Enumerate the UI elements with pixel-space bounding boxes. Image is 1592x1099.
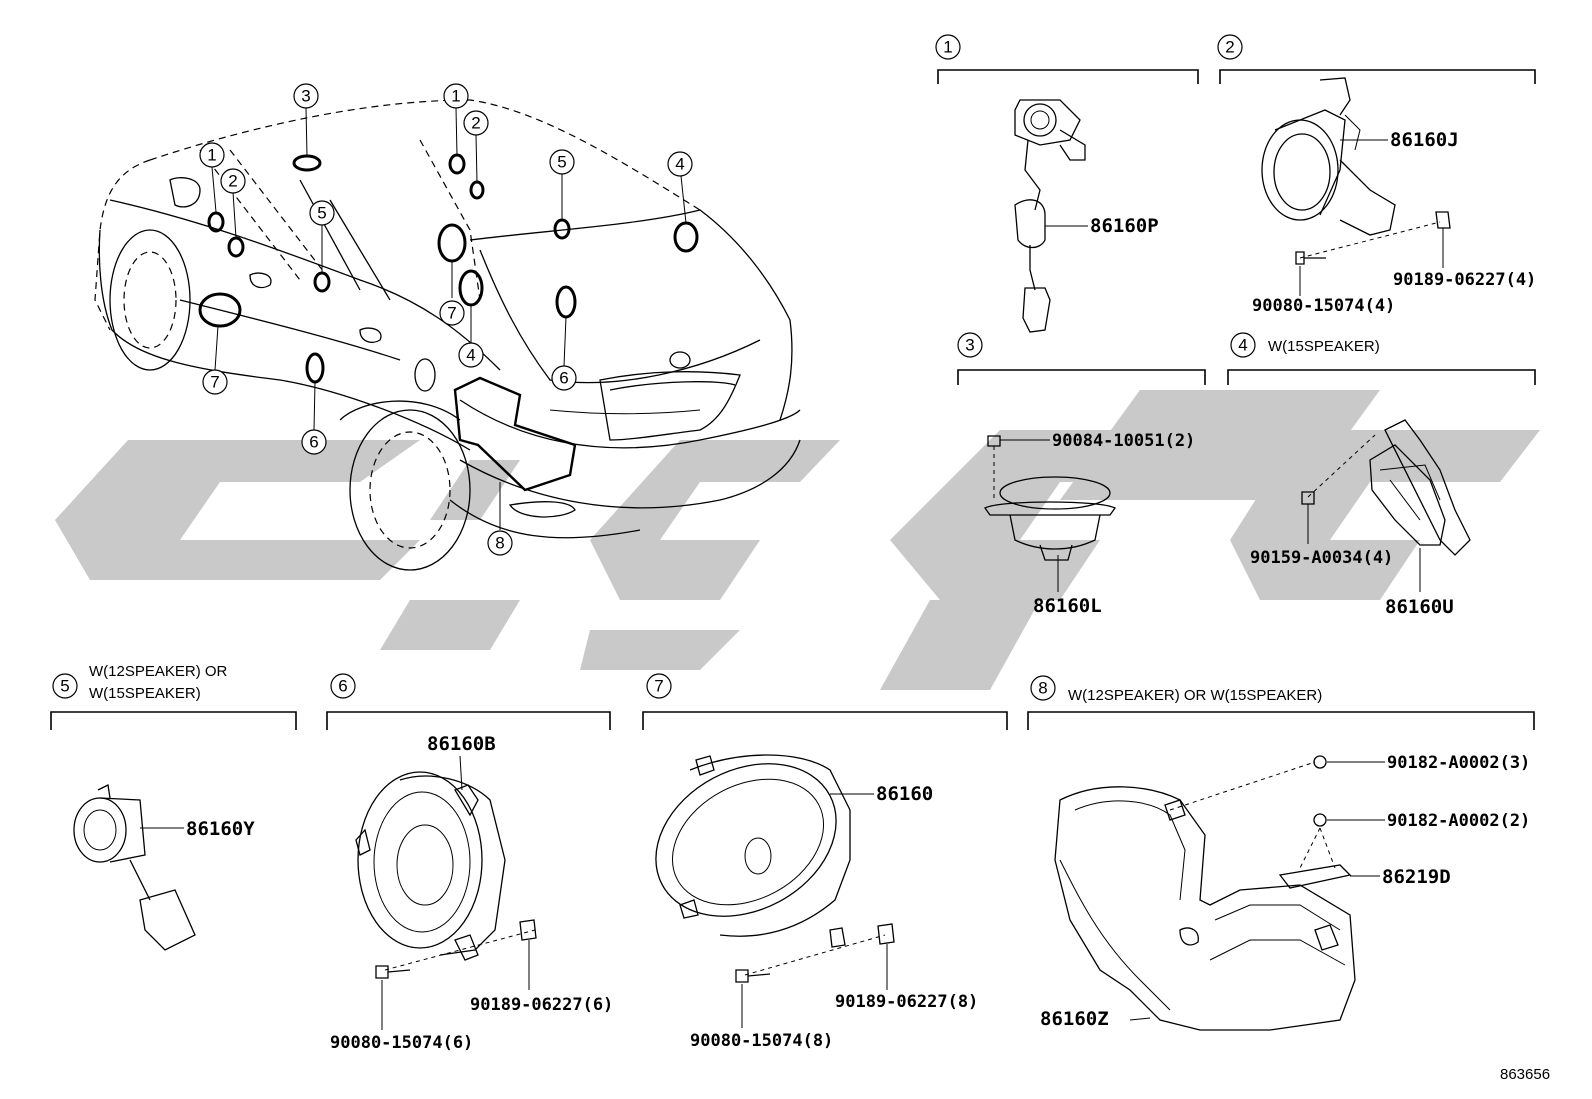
speaker-86160Y-drawing — [73, 784, 196, 951]
subwoofer-86160Z-drawing — [1054, 786, 1356, 1031]
screw-90080-s7-icon — [735, 969, 771, 983]
car-callout-1a: 1 — [199, 142, 225, 168]
car-callout-8: 8 — [487, 530, 513, 556]
clip-90189-s7-icon — [877, 923, 895, 945]
part-86160B-label: 86160B — [427, 733, 496, 755]
car-callout-4b: 4 — [458, 342, 484, 368]
part-90080-15074-4-label: 90080-15074(4) — [1252, 296, 1395, 316]
nut-90182-3-icon — [1313, 755, 1327, 769]
screw-90159-icon — [1301, 491, 1315, 505]
watermark-logo — [55, 390, 1540, 690]
car-callout-6b: 6 — [301, 429, 327, 455]
svg-text:1: 1 — [207, 146, 216, 165]
section-4: 4 W(15SPEAKER) 90159-A0034(4) 86160U — [1227, 332, 1536, 618]
section-8-number: 8 — [1038, 679, 1047, 698]
part-86160J-label: 86160J — [1390, 129, 1459, 151]
nut-90182-2-icon — [1313, 813, 1327, 827]
section-4-badge — [1230, 332, 1256, 358]
section-5-condition-line1: W(12SPEAKER) OR — [89, 663, 228, 680]
section-5-number: 5 — [60, 677, 69, 696]
section-2-number: 2 — [1225, 38, 1234, 57]
svg-text:8: 8 — [495, 534, 504, 553]
part-90182-A0002-3-label: 90182-A0002(3) — [1387, 753, 1530, 773]
car-callout-1b: 1 — [443, 83, 469, 109]
svg-text:6: 6 — [559, 369, 568, 388]
section-3-number: 3 — [965, 336, 974, 355]
section-6: 6 86160B 90189-06227(6) 90080-15074(6) — [326, 673, 613, 1053]
part-86160L-label: 86160L — [1033, 595, 1102, 617]
section-7-number: 7 — [654, 677, 663, 696]
part-90084-10051-2-label: 90084-10051(2) — [1052, 431, 1195, 451]
speaker-86160U-drawing — [1369, 419, 1471, 556]
car-callout-2a: 2 — [220, 168, 246, 194]
car-callout-7b: 7 — [202, 369, 228, 395]
section-8-badge — [1030, 675, 1056, 701]
section-7-badge — [646, 673, 672, 699]
section-2: 2 86160J 90080-15074(4) 90189-06227(4) — [1217, 34, 1536, 316]
svg-text:4: 4 — [466, 346, 475, 365]
part-90080-15074-6-label: 90080-15074(6) — [330, 1033, 473, 1053]
diagram-reference-number: 863656 — [1500, 1066, 1550, 1083]
car-callout-6a: 6 — [551, 365, 577, 391]
part-86160Y-label: 86160Y — [186, 818, 255, 840]
vehicle-overview — [94, 99, 801, 571]
section-6-number: 6 — [338, 677, 347, 696]
svg-text:5: 5 — [557, 153, 566, 172]
car-callout-2b: 2 — [463, 110, 489, 136]
svg-text:7: 7 — [447, 304, 456, 323]
section-4-condition: W(15SPEAKER) — [1268, 338, 1380, 355]
section-8-condition: W(12SPEAKER) OR W(15SPEAKER) — [1068, 687, 1322, 704]
section-1-badge — [935, 34, 961, 60]
svg-text:7: 7 — [210, 373, 219, 392]
car-callout-7a: 7 — [439, 300, 465, 326]
part-86160U-label: 86160U — [1385, 596, 1454, 618]
speaker-86160P-drawing — [1014, 99, 1086, 333]
clip-90189-icon — [1435, 211, 1451, 268]
svg-text:1: 1 — [451, 87, 460, 106]
speaker-86160J-drawing — [1261, 77, 1396, 236]
part-86160-label: 86160 — [876, 783, 933, 805]
section-4-number: 4 — [1238, 336, 1247, 355]
part-90189-06227-8-label: 90189-06227(8) — [835, 992, 978, 1012]
screw-90080-s6-icon — [375, 965, 411, 979]
car-callout-5a: 5 — [549, 149, 575, 175]
section-1-number: 1 — [943, 38, 952, 57]
svg-text:2: 2 — [228, 172, 237, 191]
section-3: 3 90084-10051(2) 86160L — [957, 332, 1206, 617]
screw-90084-icon — [987, 435, 1001, 500]
section-7: 7 86160 90189-06227(8) 90080-15074(8) — [642, 673, 1008, 1051]
part-90182-A0002-2-label: 90182-A0002(2) — [1387, 811, 1530, 831]
section-2-badge — [1217, 34, 1243, 60]
part-86160Z-label: 86160Z — [1040, 1008, 1109, 1030]
part-86160P-label: 86160P — [1090, 215, 1159, 237]
section-8: 8 W(12SPEAKER) OR W(15SPEAKER) 90182-A00… — [1027, 675, 1535, 1031]
section-3-badge — [957, 332, 983, 358]
screw-90080-icon — [1295, 251, 1326, 265]
bracket-86219D-icon — [1278, 864, 1352, 889]
speaker-86160B-drawing — [355, 771, 506, 961]
svg-text:5: 5 — [317, 204, 326, 223]
section-5-condition-line2: W(15SPEAKER) — [89, 685, 201, 702]
part-90159-A0034-4-label: 90159-A0034(4) — [1250, 548, 1393, 568]
svg-text:2: 2 — [471, 114, 480, 133]
part-90189-06227-6-label: 90189-06227(6) — [470, 995, 613, 1015]
speaker-86160L-drawing — [984, 476, 1116, 561]
car-callout-4a: 4 — [667, 151, 693, 177]
svg-text:3: 3 — [301, 87, 310, 106]
part-90080-15074-8-label: 90080-15074(8) — [690, 1031, 833, 1051]
car-callout-5b: 5 — [309, 200, 335, 226]
svg-text:6: 6 — [309, 433, 318, 452]
clip-90189-s6-icon — [519, 919, 537, 941]
section-5: 5 W(12SPEAKER) OR W(15SPEAKER) 86160Y — [50, 663, 297, 951]
car-callout-3: 3 — [293, 83, 319, 109]
svg-text:4: 4 — [675, 155, 684, 174]
part-90189-06227-4-label: 90189-06227(4) — [1393, 270, 1536, 290]
part-86219D-label: 86219D — [1382, 866, 1451, 888]
section-5-badge — [52, 673, 78, 699]
speaker-86160-drawing — [655, 754, 851, 948]
section-6-badge — [330, 673, 356, 699]
section-1: 1 86160P — [935, 34, 1199, 333]
